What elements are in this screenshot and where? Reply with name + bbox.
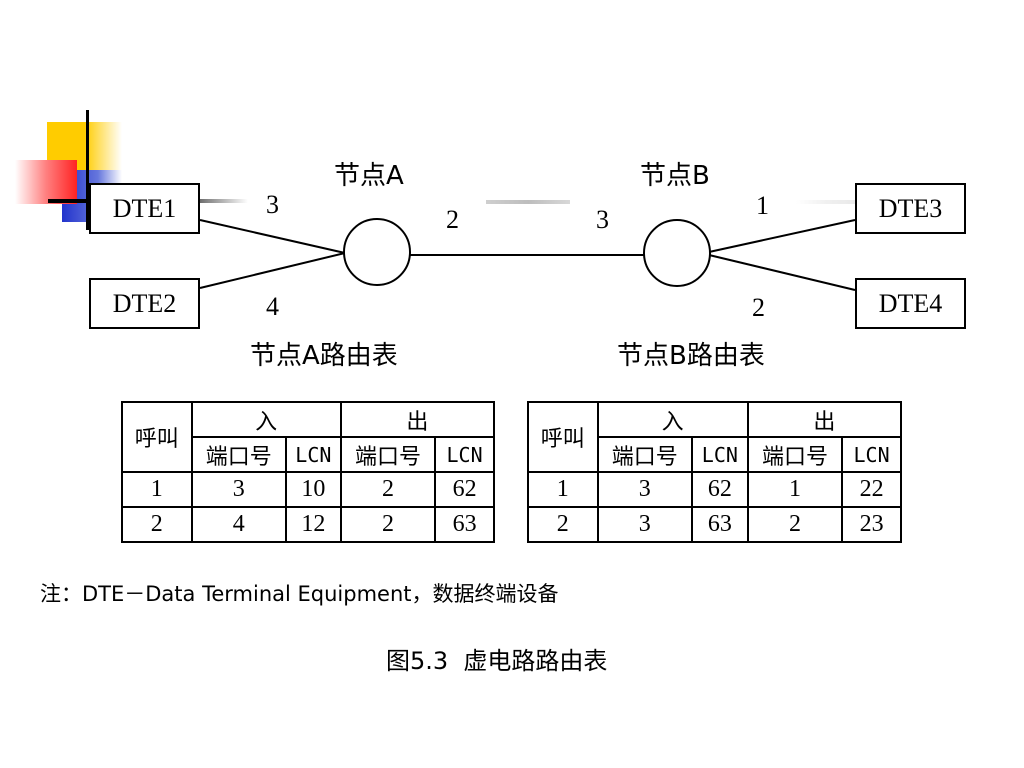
port-a-dte1: 3 — [266, 190, 279, 219]
table-b-header-out-lcn: LCN — [841, 436, 902, 473]
dte1-box: DTE1 — [89, 183, 200, 234]
table-b-header-row-1: 呼叫 入 出 — [527, 401, 903, 473]
table-a-header-row-2: 端口号 LCN 端口号 LCN — [122, 436, 495, 473]
link-dte2-node-a — [199, 252, 346, 289]
routing-table-b: 呼叫 入 出 端口号 LCN 端口号 LCN 1 3 62 1 22 2 3 6… — [527, 401, 903, 543]
figure-caption: 图5.3 虚电路路由表 — [386, 647, 608, 675]
footnote: 注：DTE－Data Terminal Equipment，数据终端设备 — [40, 582, 559, 606]
table-b-title: 节点B路由表 — [617, 341, 765, 371]
table-b-cell: 23 — [841, 506, 902, 543]
port-b-link: 3 — [596, 205, 609, 234]
table-a-header-out: 出 — [339, 401, 496, 438]
table-a-header-in: 入 — [190, 401, 342, 438]
table-b-header-call: 呼叫 — [527, 401, 599, 473]
table-a-header-in-port: 端口号 — [190, 436, 287, 473]
table-b-header-in-port: 端口号 — [596, 436, 693, 473]
table-a-cell: 2 — [339, 506, 437, 543]
link-node-b-dte4 — [708, 254, 856, 291]
table-a-cell: 2 — [339, 471, 437, 508]
table-a-cell: 62 — [434, 471, 495, 508]
table-a-header-row-1: 呼叫 入 出 — [121, 401, 496, 473]
table-b-cell: 2 — [746, 506, 844, 543]
table-row: 2 3 63 2 23 — [527, 506, 902, 543]
node-a-circle — [343, 218, 411, 286]
deco-gray-line-right — [796, 200, 858, 204]
table-a-cell: 2 — [121, 506, 193, 543]
table-a-header-out-port: 端口号 — [339, 436, 437, 473]
table-a-header-in-lcn: LCN — [284, 436, 342, 473]
deco-gray-line-middle — [486, 200, 570, 204]
table-b-cell: 62 — [690, 471, 749, 508]
table-row: 2 4 12 2 63 — [121, 506, 495, 543]
link-dte1-node-a — [199, 219, 346, 254]
table-b-cell: 63 — [690, 506, 749, 543]
deco-vertical-line — [86, 110, 89, 230]
table-row: 1 3 10 2 62 — [121, 471, 495, 508]
deco-red-square — [15, 160, 77, 204]
table-b-cell: 3 — [596, 471, 693, 508]
port-a-link: 2 — [446, 205, 459, 234]
table-b-cell: 1 — [527, 471, 599, 508]
port-a-dte2: 4 — [266, 292, 279, 321]
routing-table-a: 呼叫 入 出 端口号 LCN 端口号 LCN 1 3 10 2 62 2 4 1… — [121, 401, 496, 543]
table-a-cell: 63 — [434, 506, 495, 543]
dte4-box: DTE4 — [855, 278, 966, 329]
table-a-cell: 10 — [284, 471, 342, 508]
table-a-cell: 12 — [284, 506, 342, 543]
link-node-b-dte3 — [708, 219, 856, 253]
table-b-cell: 22 — [841, 471, 902, 508]
table-b-header-out-port: 端口号 — [746, 436, 844, 473]
table-b-header-out: 出 — [746, 401, 903, 438]
table-a-cell: 3 — [190, 471, 287, 508]
dte1-label: DTE1 — [112, 193, 177, 223]
dte3-label: DTE3 — [878, 193, 943, 223]
table-a-title: 节点A路由表 — [250, 341, 398, 371]
dte3-box: DTE3 — [855, 183, 966, 234]
table-b-cell: 2 — [527, 506, 599, 543]
node-a-label: 节点A — [334, 161, 404, 191]
table-b-header-in-lcn: LCN — [690, 436, 749, 473]
dte2-label: DTE2 — [112, 288, 177, 318]
dte2-box: DTE2 — [89, 278, 200, 329]
port-b-dte4: 2 — [752, 293, 765, 322]
table-b-header-row-2: 端口号 LCN 端口号 LCN — [528, 436, 902, 473]
table-a-header-call: 呼叫 — [121, 401, 193, 473]
table-a-cell: 4 — [190, 506, 287, 543]
node-b-label: 节点B — [640, 161, 710, 191]
node-b-circle — [643, 219, 711, 287]
table-b-cell: 3 — [596, 506, 693, 543]
table-row: 1 3 62 1 22 — [527, 471, 902, 508]
table-a-header-out-lcn: LCN — [434, 436, 495, 473]
table-a-cell: 1 — [121, 471, 193, 508]
port-b-dte3: 1 — [756, 191, 769, 220]
dte4-label: DTE4 — [878, 288, 943, 318]
table-b-cell: 1 — [746, 471, 844, 508]
table-b-header-in: 入 — [596, 401, 749, 438]
